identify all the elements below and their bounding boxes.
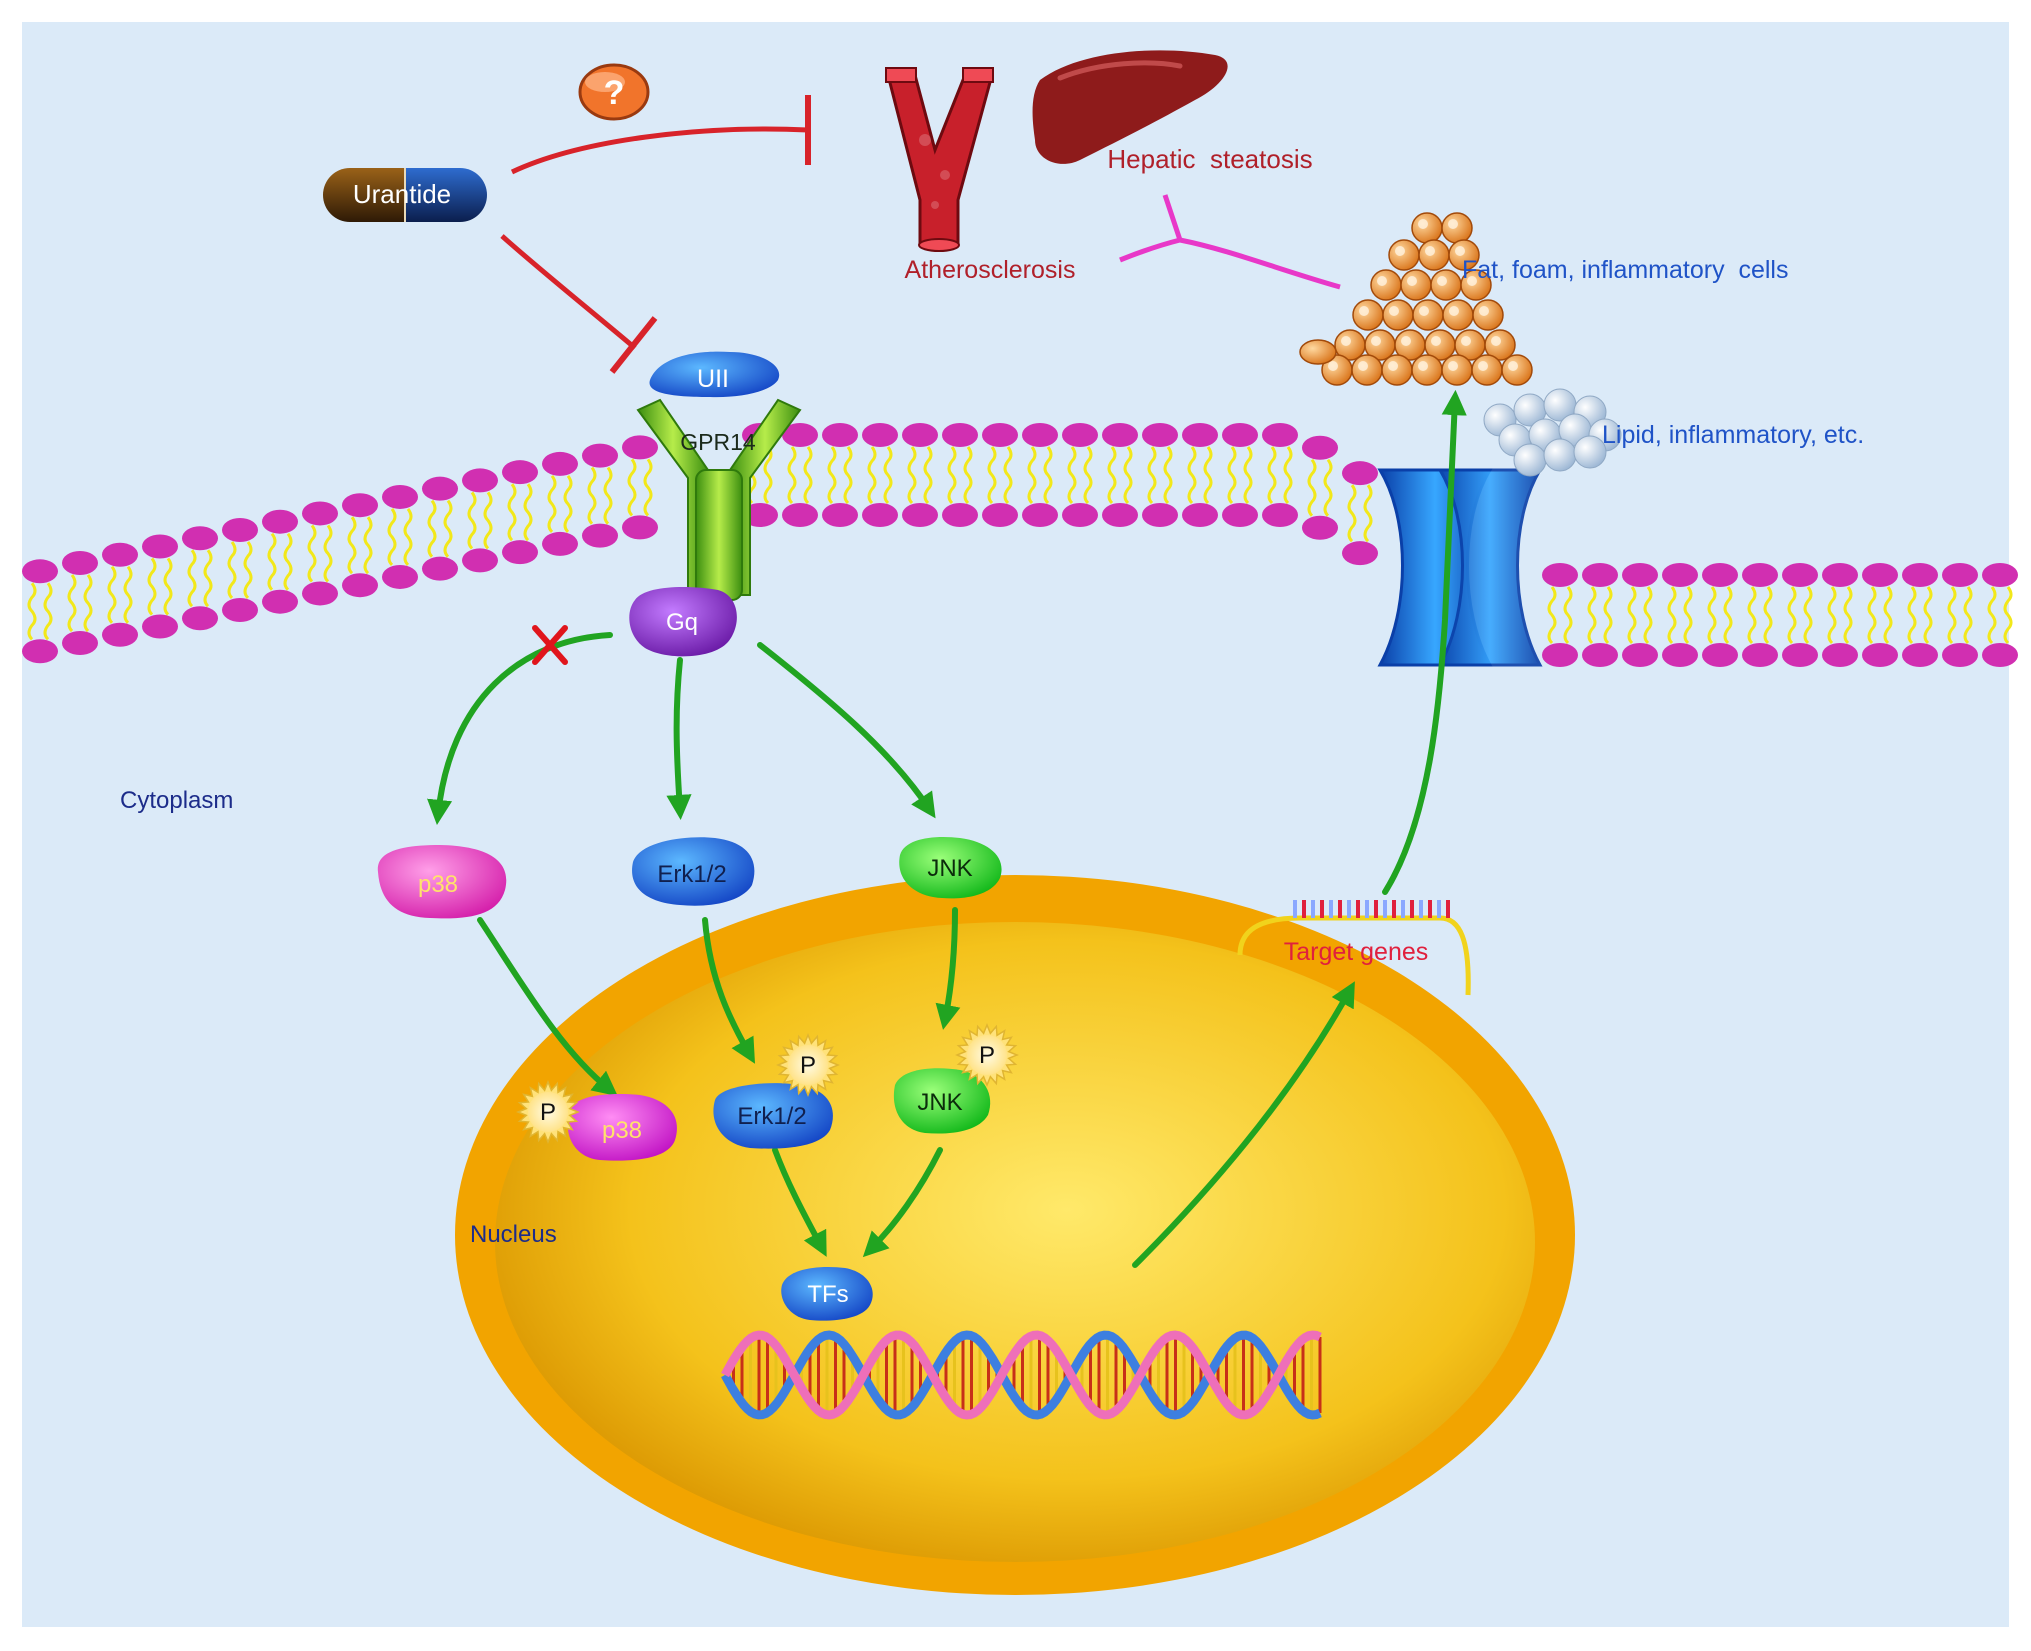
erk-nuclear-shape	[713, 1083, 833, 1149]
arrow-dna-target-genes	[1132, 981, 1355, 1268]
arrow-target-genes-cells	[1382, 389, 1467, 895]
p38-nuclear-shape	[567, 1093, 677, 1161]
cell-membrane	[22, 423, 2018, 667]
arrow-erk-tfs	[772, 1147, 827, 1257]
p38-label: p38	[418, 871, 458, 898]
jnk-nuclear-shape	[893, 1068, 991, 1134]
jnk-shape	[899, 836, 1002, 899]
p38-nuclear-label: p38	[602, 1117, 642, 1144]
activation-arrows	[427, 389, 1467, 1268]
lipid-cluster-icon	[1483, 388, 1622, 477]
p-label-p38: P	[540, 1099, 556, 1126]
question-icon	[578, 63, 650, 121]
uii-ligand	[649, 351, 780, 398]
arrow-erk-nucleus	[702, 917, 756, 1064]
urantide-pill	[323, 168, 487, 222]
cytoplasm-label: Cytoplasm	[120, 787, 233, 814]
urantide-inhibits-uii	[500, 234, 658, 374]
erk-nuclear-label: Erk1/2	[737, 1103, 806, 1130]
question-mark-label: ?	[604, 74, 625, 112]
urantide-inhibits-atherosclerosis	[510, 95, 811, 175]
p-label-erk: P	[800, 1052, 816, 1079]
erk-shape	[632, 837, 755, 906]
nucleus-label: Nucleus	[470, 1221, 557, 1248]
atherosclerosis-label: Atherosclerosis	[905, 256, 1076, 284]
arrow-p38-nucleus	[477, 917, 618, 1097]
urantide-label: Urantide	[353, 179, 451, 209]
gpr14-receptor	[636, 398, 802, 601]
arrow-gq-jnk	[757, 642, 936, 819]
arrow-jnk-tfs	[862, 1147, 943, 1258]
cells-label: Fat, foam, inflammatory cells	[1462, 256, 1788, 284]
arrow-gq-p38	[427, 632, 613, 826]
jnk-nuclear-label: JNK	[917, 1089, 962, 1116]
membrane-channel	[1377, 468, 1543, 667]
p-label-jnk: P	[979, 1042, 995, 1069]
tfs-shape	[781, 1266, 873, 1321]
gq-label: Gq	[666, 609, 698, 636]
gq-protein	[629, 587, 737, 657]
p38-shape	[377, 845, 507, 919]
hepatic-steatosis-label: Hepatic steatosis	[1107, 144, 1312, 174]
gpr14-label: GPR14	[680, 429, 756, 455]
arrow-gq-erk	[666, 657, 692, 821]
lipid-label: Lipid, inflammatory, etc.	[1602, 421, 1864, 449]
fat-foam-cells-icon	[1299, 212, 1533, 386]
dna-helix	[721, 1330, 1322, 1420]
uii-label: UII	[697, 365, 729, 393]
target-genes-label: Target genes	[1284, 938, 1429, 966]
erk-label: Erk1/2	[657, 861, 726, 888]
target-gene-strand	[1237, 900, 1471, 996]
liver-icon	[1032, 50, 1228, 164]
phospho-markers	[516, 1023, 1019, 1144]
arrow-jnk-nucleus	[935, 907, 961, 1030]
blocked-cross-icon	[532, 625, 568, 665]
jnk-label: JNK	[927, 855, 972, 882]
artery-icon	[885, 67, 994, 252]
nucleus	[455, 875, 1575, 1595]
tfs-label: TFs	[807, 1281, 848, 1308]
cells-inhibit-disease	[1119, 194, 1341, 290]
